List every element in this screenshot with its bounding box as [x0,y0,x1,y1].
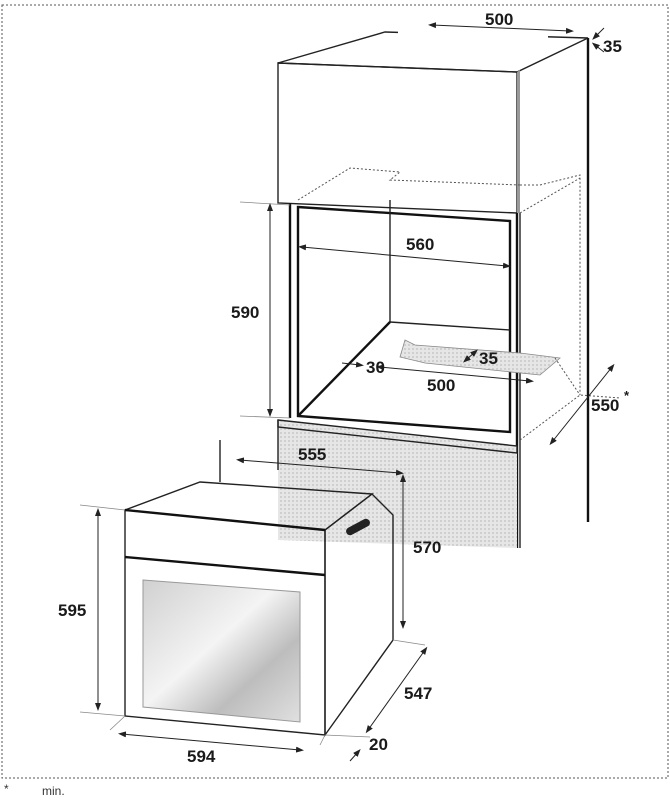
oven [124,440,394,738]
oven-door-glass [142,579,301,723]
cabinet [277,29,621,548]
dim-floor-gap-offset: 30 [366,358,385,377]
footnote-text: min. [42,784,65,798]
oven-niche-opening [296,205,512,434]
dim-oven-body-width: 555 [298,445,326,464]
dim-niche-height: 590 [231,303,259,322]
oven-side-handle [346,518,370,536]
dim-niche-depth: 550 [591,396,619,415]
dim-oven-front-height: 595 [58,601,86,620]
dim-floor-gap-width: 500 [427,376,455,395]
dim-niche-top-gap: 35 [603,37,622,56]
dim-niche-top-width: 500 [485,10,513,29]
dim-oven-front-thickness: 20 [369,735,388,754]
frame-border [1,4,669,779]
cabinet-lower-block [278,420,517,548]
cabinet-upper-front [277,62,518,214]
dim-niche-width: 560 [406,235,434,254]
footnote-mark: * [4,782,9,796]
dimension-lines [95,22,615,762]
dim-oven-body-height: 570 [413,538,441,557]
dim-oven-front-width: 594 [187,747,216,766]
dim-niche-depth-mark: * [624,388,630,403]
control-panel-separator [124,555,326,577]
dim-floor-gap-depth: 35 [479,349,498,368]
dim-oven-body-depth: 547 [404,684,432,703]
